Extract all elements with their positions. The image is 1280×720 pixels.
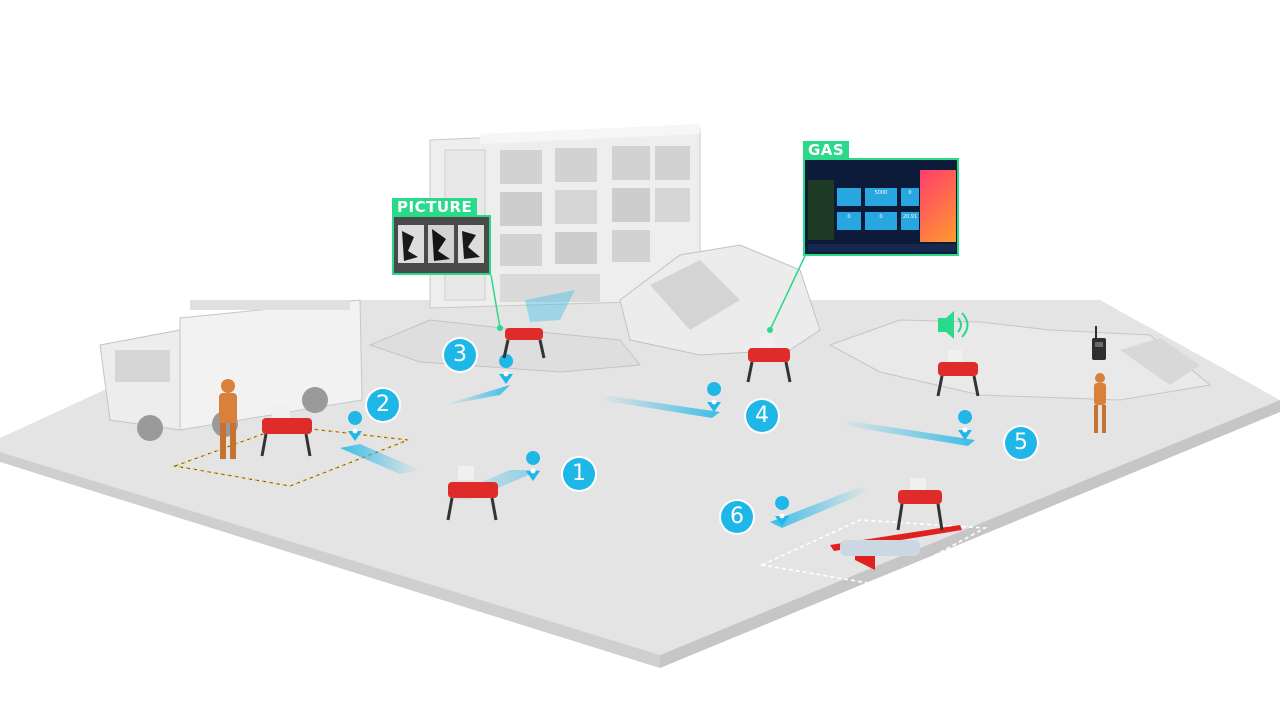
speaker-icon: [938, 311, 969, 339]
gas-reading-tile: [837, 188, 861, 206]
walkie-talkie-icon: [1092, 326, 1106, 360]
step-marker-1: 1: [563, 458, 595, 490]
step-marker-6: 6: [721, 501, 753, 533]
damaged-building: [429, 124, 701, 309]
step-marker-4: 4: [746, 400, 778, 432]
camera-feed: [808, 180, 834, 240]
robot-dog: [446, 466, 498, 521]
gas-reading-tile: 0: [837, 212, 861, 230]
gas-monitor-screen: 5000 0 0 0 20.91: [803, 158, 959, 256]
gas-reading-tile: 20.91: [901, 212, 919, 230]
robot-dog: [502, 328, 546, 359]
step-marker-2: 2: [367, 389, 399, 421]
gas-toolbar: [808, 244, 956, 252]
gas-reading-tile: 0: [901, 188, 919, 206]
step-marker-5: 5: [1005, 427, 1037, 459]
location-pin-icon: [499, 354, 514, 384]
location-pin-icon: [775, 496, 790, 526]
robot-dog: [896, 478, 944, 531]
robot-dog: [260, 404, 312, 457]
gas-reading-tile: 0: [865, 212, 897, 230]
step-marker-3: 3: [444, 339, 476, 371]
gas-callout-label: GAS: [803, 141, 850, 160]
location-pin-icon: [348, 411, 363, 441]
picture-thumbnail: [392, 215, 491, 275]
gas-reading-value: 0: [847, 214, 851, 220]
camera-image: [394, 217, 489, 273]
thermal-image: [920, 170, 956, 242]
gas-reading-value: 5000: [874, 190, 888, 196]
gas-reading-value: 0: [879, 214, 883, 220]
firefighter-figure: [1094, 373, 1106, 433]
location-pin-icon: [958, 410, 973, 440]
rubble: [368, 244, 1212, 401]
gas-reading-value: 20.91: [902, 214, 918, 220]
location-pin-icon: [707, 382, 722, 412]
firefighter-figure: [219, 379, 237, 459]
gas-reading-tile: 5000: [865, 188, 897, 206]
gas-reading-value: 0: [908, 190, 912, 196]
callout-leader-lines: [490, 255, 806, 333]
victim-zone: [759, 519, 988, 586]
location-pin-icon: [526, 451, 541, 481]
robot-dock-zone: [172, 425, 409, 487]
robot-dog: [936, 350, 980, 397]
picture-callout-label: PICTURE: [392, 198, 478, 217]
robot-dog: [746, 336, 792, 383]
